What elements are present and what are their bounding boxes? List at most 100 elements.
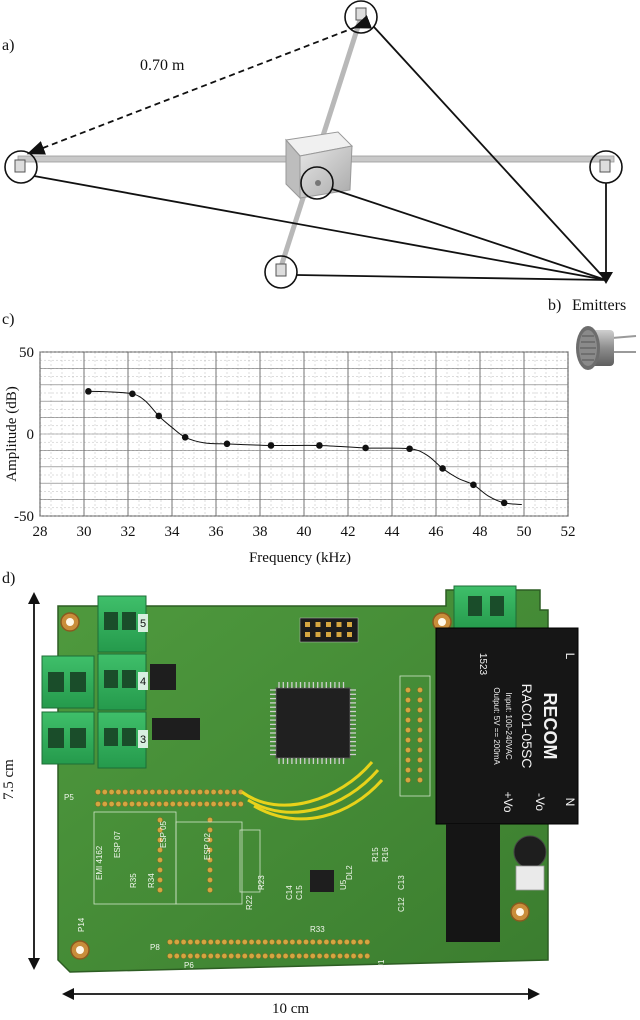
distance-arrow: [26, 15, 373, 155]
silk-label-13: R34: [147, 873, 156, 888]
panel-a-label: a): [2, 37, 15, 54]
dimension-arrows: [33, 596, 532, 995]
data-point: [406, 445, 413, 453]
terminal-number-2: 4: [140, 676, 146, 688]
module-brand: RECOM: [540, 693, 560, 760]
link-bottom: [296, 274, 607, 281]
terminal-blocks: [41, 595, 148, 769]
microcontroller-chip: [275, 687, 351, 759]
y-axis-label: Amplitude (dB): [4, 386, 20, 481]
silk-label-21: R15: [371, 847, 380, 862]
regulator-ic: [310, 870, 334, 892]
sensor-left: [14, 159, 26, 173]
sensor-center-circle: [300, 166, 334, 200]
silk-label-7: P14: [77, 917, 86, 932]
data-point: [470, 481, 477, 489]
module-code: 1523: [477, 653, 488, 676]
terminal-number-1: 5: [140, 618, 146, 630]
y-tick-label: 0: [27, 427, 35, 443]
module-input: Input: 100-240VAC: [504, 692, 513, 760]
silk-label-1: ESP 07: [113, 830, 122, 858]
data-point: [439, 465, 446, 472]
y-tick-label: 50: [19, 345, 34, 361]
silk-label-2: ESP 05: [159, 820, 168, 848]
data-point: [85, 388, 92, 395]
silk-label-9: P5: [64, 793, 74, 802]
silk-label-12: R33: [310, 925, 325, 934]
x-tick-label: 34: [165, 524, 181, 540]
link-center: [331, 188, 607, 281]
data-point: [362, 444, 369, 452]
data-point: [500, 499, 508, 507]
silk-label-16: R23: [257, 875, 266, 890]
x-tick-label: 28: [33, 524, 48, 540]
data-point: [223, 440, 231, 448]
module-model: RAC01-05SC: [519, 684, 535, 769]
data-point: [267, 442, 275, 449]
terminal-number-3: 3: [140, 734, 146, 746]
height-label: 7.5 cm: [1, 759, 17, 800]
panel-d-label: d): [2, 570, 16, 587]
ultrasonic-emitter-photo: [576, 326, 637, 370]
sensor-bottom: [275, 263, 287, 277]
power-module-connector: [446, 824, 500, 942]
x-tick-labels: 28 30 32 34 36 38 40 42 44 46 48 50 52: [33, 524, 576, 540]
sensor-array-illustration: [4, 0, 623, 289]
x-tick-label: 48: [473, 524, 488, 540]
power-terminal-block: [453, 585, 517, 631]
small-ic-1: [150, 664, 176, 690]
x-tick-label: 32: [121, 524, 136, 540]
sensor-bottom-circle: [264, 255, 298, 289]
x-tick-label: 52: [561, 524, 576, 540]
power-module: [435, 627, 579, 825]
x-tick-label: 50: [517, 524, 532, 540]
x-tick-label: 42: [341, 524, 356, 540]
capacitor: [513, 835, 547, 869]
module-minus: -Vo: [533, 793, 547, 811]
module-plus: +Vo: [501, 791, 515, 812]
emitter-point-arrow: [599, 272, 613, 284]
distance-label: 0.70 m: [140, 57, 185, 74]
jumper-wires: [241, 761, 384, 821]
silk-label-3: ESP 02: [203, 832, 212, 860]
x-tick-label: 40: [297, 524, 312, 540]
link-top: [373, 26, 607, 281]
x-tick-label: 30: [77, 524, 92, 540]
small-ic-2: [152, 718, 200, 740]
silk-label-11: U5: [339, 879, 348, 890]
link-left: [33, 175, 607, 281]
x-tick-label: 44: [385, 524, 401, 540]
emitters-label: Emitters: [572, 297, 627, 314]
sensor-left-circle: [4, 150, 38, 184]
silk-label-14: R35: [129, 873, 138, 888]
x-tick-label: 36: [209, 524, 225, 540]
grid-major: [39, 351, 569, 517]
panel-b-label: b): [548, 297, 562, 314]
x-tick-label: 46: [429, 524, 445, 540]
panel-c-label: c): [2, 311, 15, 328]
header-block: [299, 617, 359, 643]
series-points: [85, 388, 508, 507]
silk-label-22: R16: [381, 847, 390, 862]
silk-label-19: C12: [397, 897, 406, 912]
y-tick-label: -50: [14, 509, 34, 525]
module-l: L: [563, 653, 577, 660]
data-point: [155, 412, 163, 420]
silk-label-20: C13: [397, 875, 406, 890]
data-point: [316, 442, 323, 449]
silk-label-18: C15: [295, 885, 304, 900]
y-tick-labels: 50 0 -50: [14, 345, 34, 525]
silk-label-15: R22: [245, 895, 254, 910]
x-tick-label: 38: [253, 524, 268, 540]
pcb-board: [57, 589, 549, 973]
silk-label-6: P6: [184, 961, 194, 970]
silk-label-8: J1: [377, 959, 386, 968]
sensor-right: [599, 159, 611, 173]
silk-label-10: DL2: [345, 865, 354, 880]
module-output: Output: 5V == 200mA: [492, 687, 501, 765]
data-point: [181, 433, 189, 441]
silk-label-5: P8: [150, 943, 160, 952]
module-n: N: [563, 798, 577, 807]
